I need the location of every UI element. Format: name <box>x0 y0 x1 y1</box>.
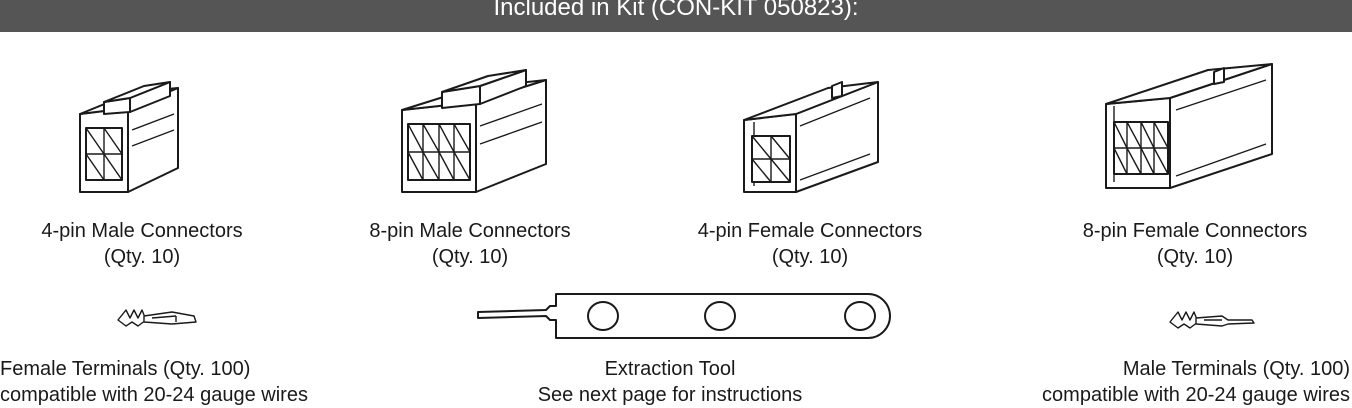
kit-header: Included in Kit (CON-KIT 050823): <box>0 0 1352 32</box>
4-pin-male-connector-icon <box>79 81 179 193</box>
female-terminal-icon <box>117 309 197 327</box>
item-qty: (Qty. 10) <box>771 246 849 268</box>
item-name: 8-pin Female Connectors <box>1082 220 1308 242</box>
item-name: Female Terminals (Qty. 100) <box>0 358 251 380</box>
item-qty: compatible with 20-24 gauge wires <box>0 384 308 406</box>
caption-extraction-tool: Extraction Tool See next page for instru… <box>520 356 820 408</box>
item-qty: compatible with 20-24 gauge wires <box>1042 384 1350 406</box>
caption-female-terminals: Female Terminals (Qty. 100) compatible w… <box>0 356 340 408</box>
item-qty: (Qty. 10) <box>431 246 509 268</box>
8-pin-male-connector-icon <box>401 69 547 193</box>
item-qty: (Qty. 10) <box>1156 246 1234 268</box>
caption-8-pin-male: 8-pin Male Connectors (Qty. 10) <box>326 218 614 270</box>
item-name: Extraction Tool <box>604 358 736 380</box>
caption-4-pin-male: 4-pin Male Connectors (Qty. 10) <box>2 218 282 270</box>
caption-8-pin-female: 8-pin Female Connectors (Qty. 10) <box>1040 218 1350 270</box>
item-name: 8-pin Male Connectors <box>369 220 571 242</box>
item-name: 4-pin Female Connectors <box>697 220 923 242</box>
extraction-tool-icon <box>477 293 891 339</box>
item-qty: See next page for instructions <box>537 384 803 406</box>
item-name: Male Terminals (Qty. 100) <box>1122 358 1350 380</box>
kit-title: Included in Kit (CON-KIT 050823): <box>493 0 859 21</box>
caption-male-terminals: Male Terminals (Qty. 100) compatible wit… <box>990 356 1350 408</box>
item-qty: (Qty. 10) <box>103 246 181 268</box>
male-terminal-icon <box>1169 311 1255 329</box>
caption-4-pin-female: 4-pin Female Connectors (Qty. 10) <box>660 218 960 270</box>
item-name: 4-pin Male Connectors <box>41 220 243 242</box>
4-pin-female-connector-icon <box>743 81 879 193</box>
8-pin-female-connector-icon <box>1105 63 1273 189</box>
